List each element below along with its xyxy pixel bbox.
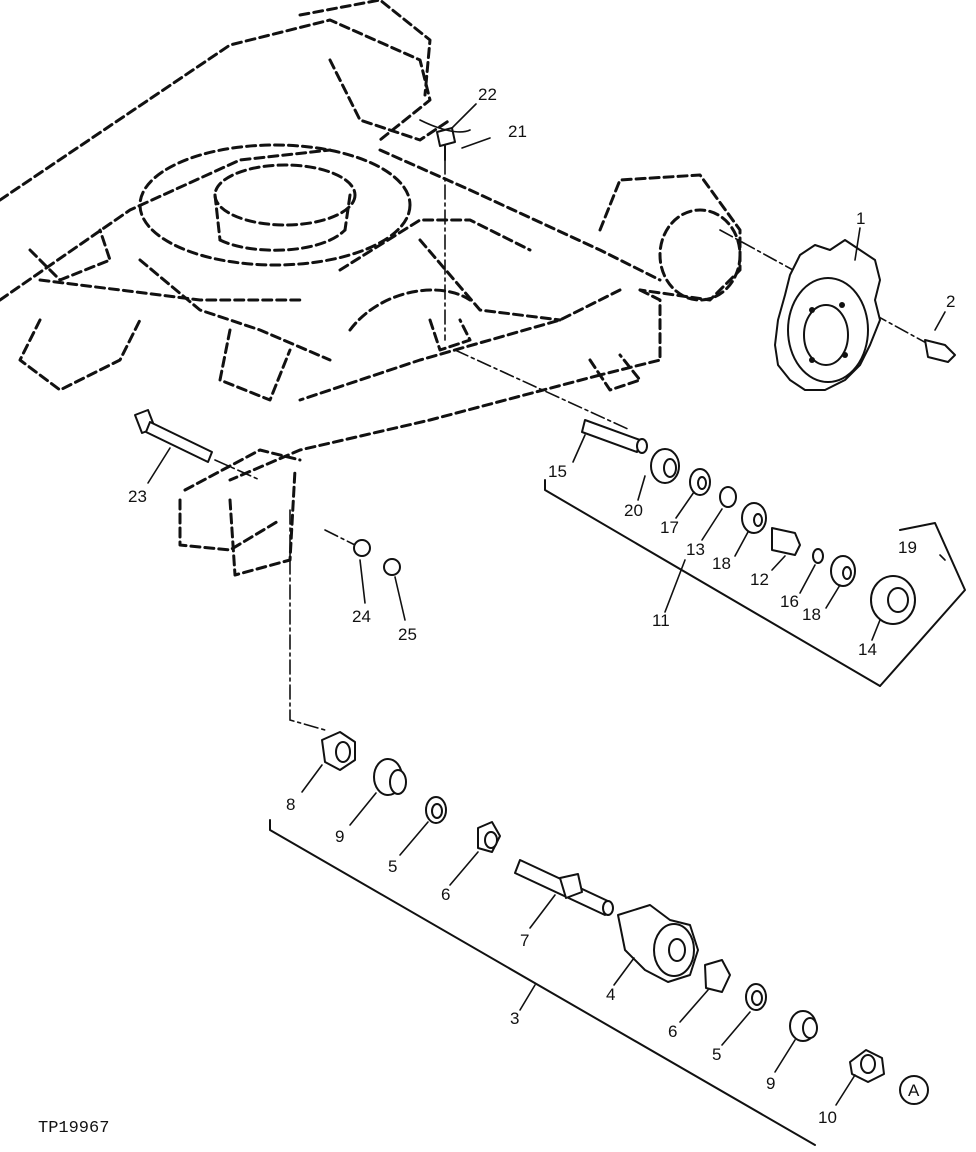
label-24: 24 xyxy=(352,607,371,626)
upper-roller-12 xyxy=(771,527,801,556)
sprocket-bolt xyxy=(924,339,956,363)
label-15: 15 xyxy=(548,462,567,481)
washer-17 xyxy=(689,468,711,496)
leader-lines xyxy=(147,103,966,1146)
view-marker: A xyxy=(899,1075,929,1105)
view-marker-letter: A xyxy=(908,1081,920,1100)
cap-screw-23 xyxy=(134,409,213,463)
label-18b: 18 xyxy=(802,605,821,624)
bushing-18b xyxy=(830,555,856,587)
snap-ring-16 xyxy=(812,548,824,564)
roller-shaft-7 xyxy=(514,859,614,916)
label-6b: 6 xyxy=(668,1022,677,1041)
bushing-6a xyxy=(477,821,501,853)
label-16: 16 xyxy=(780,592,799,611)
label-7: 7 xyxy=(520,931,529,950)
label-3: 3 xyxy=(510,1009,519,1028)
label-18a: 18 xyxy=(712,554,731,573)
label-5b: 5 xyxy=(712,1045,721,1064)
cap-screw-22 xyxy=(436,127,456,161)
label-21: 21 xyxy=(508,122,527,141)
label-6a: 6 xyxy=(441,885,450,904)
track-frame-outline xyxy=(0,0,742,577)
label-9a: 9 xyxy=(335,827,344,846)
label-12: 12 xyxy=(750,570,769,589)
label-9b: 9 xyxy=(766,1074,775,1093)
label-5a: 5 xyxy=(388,857,397,876)
label-20: 20 xyxy=(624,501,643,520)
nut-10 xyxy=(849,1049,885,1083)
label-4: 4 xyxy=(606,985,615,1004)
plug-19 xyxy=(939,554,946,561)
label-8: 8 xyxy=(286,795,295,814)
label-17: 17 xyxy=(660,518,679,537)
bushing-18a xyxy=(741,502,767,534)
label-11: 11 xyxy=(652,611,670,630)
bushing-6b xyxy=(704,959,731,993)
figure-code: TP19967 xyxy=(38,1119,109,1138)
spring-5a xyxy=(425,796,447,824)
cap-14 xyxy=(870,575,916,625)
cap-25 xyxy=(383,558,401,576)
collar-9a xyxy=(373,758,407,796)
seal-20 xyxy=(650,448,680,484)
label-10: 10 xyxy=(818,1108,837,1127)
fitting-24 xyxy=(353,539,371,557)
sprocket xyxy=(774,239,881,391)
spring-5b xyxy=(745,983,767,1011)
part-number-labels: 1 2 3 4 5 5 6 6 7 8 9 9 10 11 12 13 14 1… xyxy=(128,85,955,1127)
nut-8 xyxy=(321,731,356,771)
ring-13 xyxy=(719,486,737,508)
label-2: 2 xyxy=(946,292,955,311)
label-14: 14 xyxy=(858,640,877,659)
label-23: 23 xyxy=(128,487,147,506)
upper-roller-shaft-15 xyxy=(581,419,648,454)
lock-wire-21 xyxy=(419,119,471,133)
label-19: 19 xyxy=(898,538,917,557)
label-25: 25 xyxy=(398,625,417,644)
roller-4 xyxy=(617,904,699,983)
label-13: 13 xyxy=(686,540,705,559)
label-1: 1 xyxy=(856,209,865,228)
collar-9b xyxy=(789,1010,818,1042)
label-22: 22 xyxy=(478,85,497,104)
